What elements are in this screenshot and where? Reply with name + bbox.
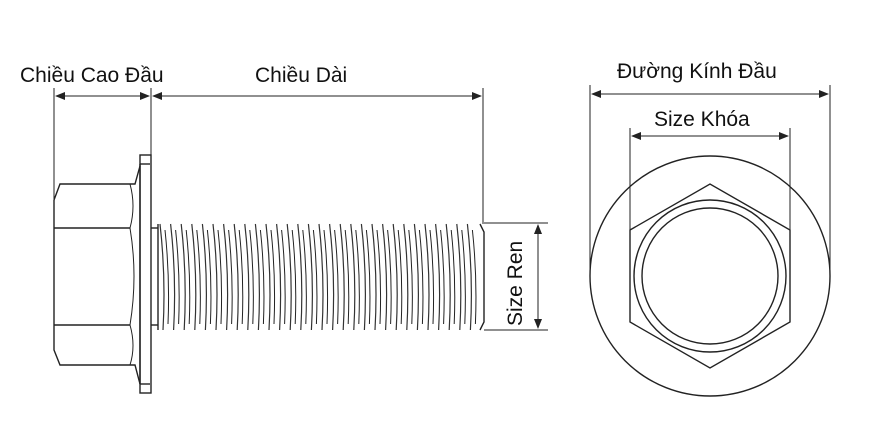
thread-root [440,229,445,325]
thread-root [312,229,318,325]
thread-crest [392,223,398,331]
thread-root [206,229,212,325]
length-label: Chiều Dài [255,64,347,87]
head-height-dimension: Chiều Cao Đầu [20,64,164,200]
thread-crest [456,223,462,331]
thread-root [281,229,286,325]
thread-root [355,229,360,325]
thread-crest [297,223,303,331]
bolt-side-view: Chiều Cao Đầu Chiều Dài Size Ren [20,64,548,394]
thread-crest [413,223,419,331]
threaded-shank [151,223,485,331]
thread-size-dimension: Size Ren [484,222,548,331]
thread-lines [159,223,477,331]
shank-circle [641,207,779,345]
thread-crest [201,223,207,331]
thread-crest [435,223,441,331]
thread-crest [276,223,282,331]
thread-root [323,229,329,325]
thread-root [185,229,191,325]
thread-root [291,229,297,325]
thread-crest [403,223,409,331]
length-dimension: Chiều Dài [152,64,484,224]
thread-crest [265,223,271,331]
thread-crest [286,223,292,331]
thread-root [450,229,456,325]
thread-crest [233,223,239,331]
thread-crest [424,223,430,331]
thread-root [175,229,180,325]
flange [139,154,152,394]
thread-root [217,229,223,325]
thread-crest [339,223,345,331]
thread-root [429,229,435,325]
wrench-size-label: Size Khóa [654,108,750,131]
head-height-label: Chiều Cao Đầu [20,64,164,87]
thread-crest [445,223,451,331]
thread-crest [382,223,388,331]
thread-root [228,229,233,325]
washer-face-circle [633,199,787,353]
thread-root [461,229,466,325]
thread-crest [307,223,313,331]
bolt-end-view: Đường Kính Đầu Size Khóa [589,60,831,397]
thread-crest [244,223,250,331]
thread-root [418,229,424,325]
thread-root [344,229,350,325]
thread-root [376,229,382,325]
thread-root [408,229,413,325]
thread-root [259,229,265,325]
thread-crest [254,223,260,331]
thread-root [397,229,403,325]
thread-root [238,229,244,325]
thread-root [365,229,371,325]
thread-crest [212,223,218,331]
thread-root [270,229,276,325]
thread-crest [170,223,176,331]
thread-root [249,229,254,325]
flange-circle [589,155,831,397]
thread-crest [350,223,356,331]
thread-crest [223,223,229,331]
thread-crest [329,223,335,331]
thread-crest [466,223,472,331]
thread-root [164,229,170,325]
thread-root [196,229,201,325]
thread-crest [191,223,197,331]
thread-crest [318,223,324,331]
head-diameter-label: Đường Kính Đầu [617,60,777,83]
hex-outline [629,183,791,369]
thread-root [387,229,392,325]
thread-root [334,229,339,325]
hex-head-profile [53,163,150,385]
thread-crest [371,223,377,331]
wrench-size-dimension: Size Khóa [629,108,791,230]
head-diameter-dimension: Đường Kính Đầu [589,60,831,276]
thread-crest [180,223,186,331]
thread-crest [360,223,366,331]
thread-root [302,229,307,325]
thread-root [471,229,477,325]
thread-crest [159,223,165,331]
thread-size-label: Size Ren [504,241,527,326]
